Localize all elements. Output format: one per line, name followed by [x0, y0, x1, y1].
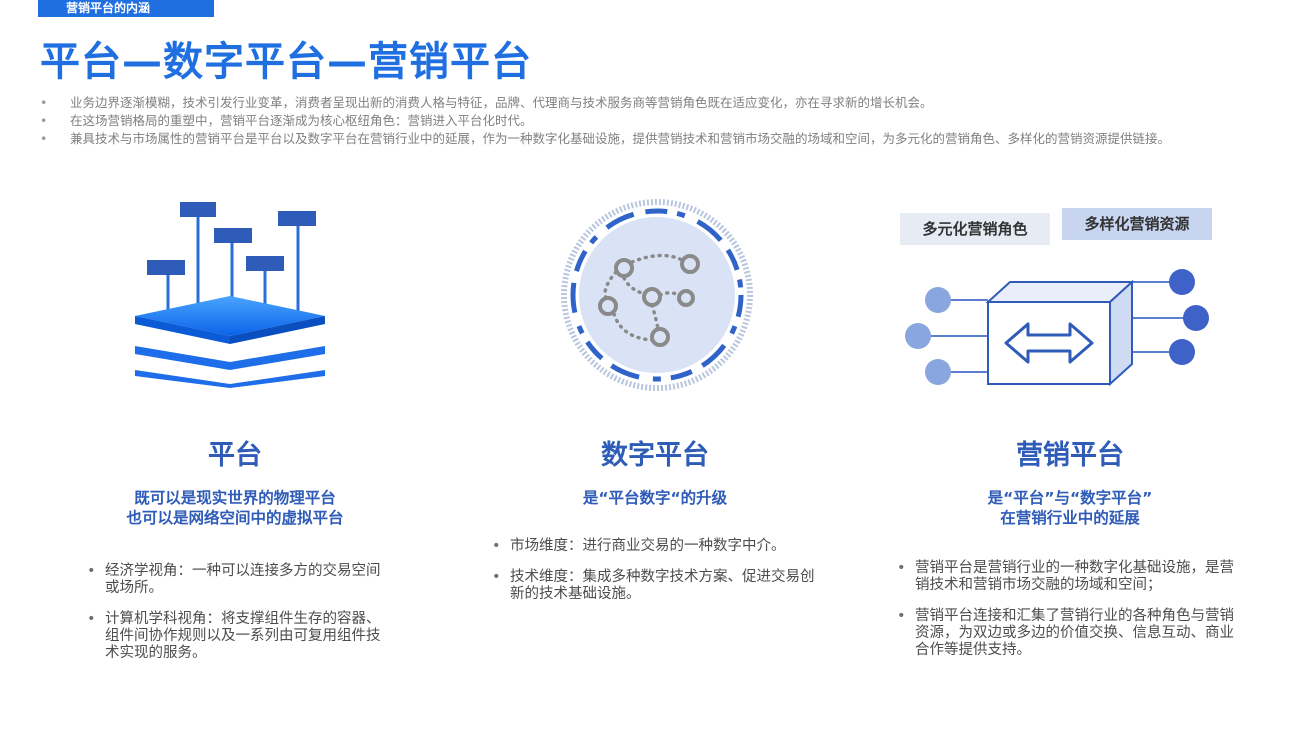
marketing-platform-icon [905, 269, 1209, 387]
column-title: 数字平台 [601, 440, 709, 471]
column-title: 营销平台 [1016, 440, 1124, 471]
resource-box-roles: 多元化营销角色 [900, 213, 1050, 245]
resource-box-resources: 多样化营销资源 [1062, 208, 1212, 240]
column-platform: 平台 既可以是现实世界的物理平台 也可以是网络空间中的虚拟平台 [85, 438, 385, 528]
subtitle-line: 在营销行业中的延展 [1000, 509, 1140, 527]
section-tag: 营销平台的内涵 [38, 0, 214, 17]
column-digital-platform: 数字平台 是“平台数字“的升级 [500, 438, 810, 508]
column-subtitle: 是“平台数字“的升级 [500, 488, 810, 508]
column-platform-list: 经济学视角：一种可以连接多方的交易空间或场所。 计算机学科视角：将支撑组件生存的… [87, 563, 387, 676]
column-marketing-platform-list: 营销平台是营销行业的一种数字化基础设施，是营销技术和营销市场交融的场域和空间； … [897, 560, 1247, 673]
intro-bullet-list: 业务边界逐渐模糊，技术引发行业变革，消费者呈现出新的消费人格与特征，品牌、代理商… [38, 94, 1288, 148]
list-item: 营销平台是营销行业的一种数字化基础设施，是营销技术和营销市场交融的场域和空间； [897, 560, 1247, 594]
digital-platform-icon [561, 199, 753, 391]
column-marketing-platform: 营销平台 是“平台”与“数字平台” 在营销行业中的延展 [915, 438, 1225, 528]
list-item: 经济学视角：一种可以连接多方的交易空间或场所。 [87, 563, 387, 597]
column-title: 平台 [208, 440, 262, 471]
intro-bullet: 兼具技术与市场属性的营销平台是平台以及数字平台在营销行业中的延展，作为一种数字化… [38, 130, 1288, 148]
column-subtitle: 是“平台”与“数字平台” 在营销行业中的延展 [915, 488, 1225, 528]
intro-bullet: 在这场营销格局的重塑中，营销平台逐渐成为核心枢纽角色：营销进入平台化时代。 [38, 112, 1288, 130]
intro-bullet: 业务边界逐渐模糊，技术引发行业变革，消费者呈现出新的消费人格与特征，品牌、代理商… [38, 94, 1288, 112]
subtitle-line: 也可以是网络空间中的虚拟平台 [126, 509, 344, 527]
subtitle-line: 既可以是现实世界的物理平台 [134, 489, 336, 507]
page-title: 平台—数字平台—营销平台 [40, 39, 532, 85]
list-item: 计算机学科视角：将支撑组件生存的容器、组件间协作规则以及一系列由可复用组件技术实… [87, 611, 387, 662]
column-digital-platform-list: 市场维度：进行商业交易的一种数字中介。 技术维度：集成多种数字技术方案、促进交易… [492, 538, 822, 617]
list-item: 技术维度：集成多种数字技术方案、促进交易创新的技术基础设施。 [492, 569, 822, 603]
column-subtitle: 既可以是现实世界的物理平台 也可以是网络空间中的虚拟平台 [85, 488, 385, 528]
list-item: 市场维度：进行商业交易的一种数字中介。 [492, 538, 822, 555]
list-item: 营销平台连接和汇集了营销行业的各种角色与营销资源，为双边或多边的价值交换、信息互… [897, 608, 1247, 659]
subtitle-line: 是“平台”与“数字平台” [987, 489, 1153, 507]
platform-stack-icon [135, 202, 325, 388]
subtitle-line: 是“平台数字“的升级 [582, 489, 728, 507]
